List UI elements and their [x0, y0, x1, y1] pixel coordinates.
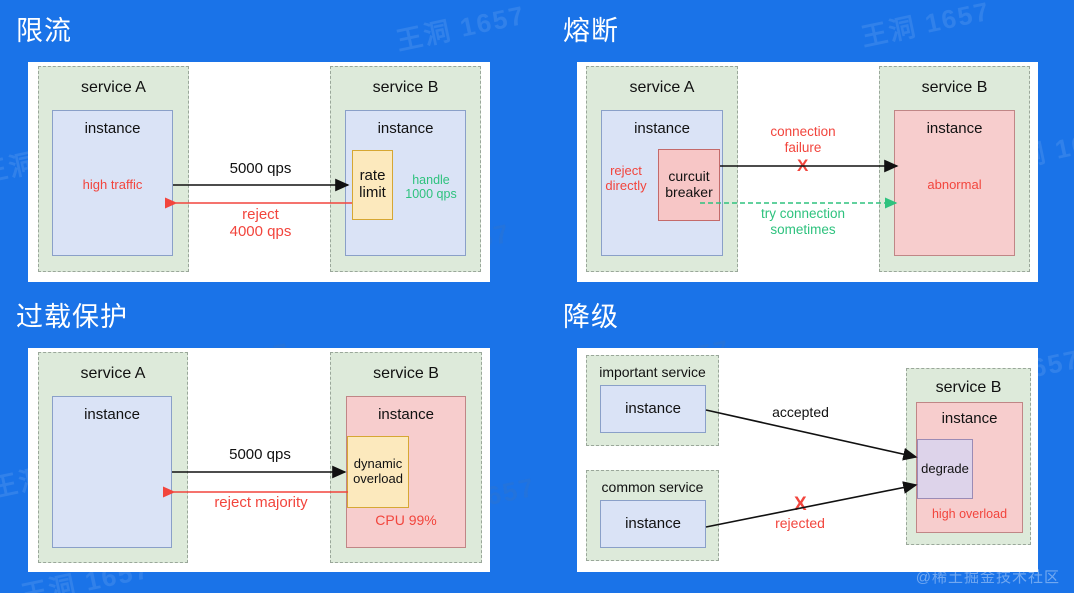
handle-line2: 1000 qps [405, 187, 457, 202]
rate-limit-line1: rate [359, 167, 386, 185]
component-circuit-breaker: curcuit breaker [658, 149, 720, 221]
service-b-label: service B [372, 79, 439, 96]
arrow-label-reject-4000: reject 4000 qps [198, 206, 323, 241]
instance-label: instance [625, 400, 681, 417]
instance-label: instance [378, 406, 434, 423]
arrow-label-5000qps: 5000 qps [229, 160, 292, 177]
watermark-bg-2: 王洞 1657 [858, 0, 994, 53]
overload-line1: dynamic [353, 456, 403, 472]
instance-label: instance [84, 406, 140, 423]
service-b-label: service B [921, 79, 988, 96]
instance-label: instance [926, 120, 983, 137]
note-abnormal: abnormal [927, 177, 982, 192]
panel-title-circuit-breaker: 熔断 [563, 16, 619, 46]
arrow-label-rejected: rejected [775, 515, 825, 531]
service-b-label: service B [373, 365, 439, 382]
arrow-label-connection-failure: connection failure [742, 124, 864, 155]
instance-box-b-circuit: instance [894, 110, 1015, 256]
instance-label: instance [941, 410, 998, 427]
try-line1: try connection [760, 206, 846, 221]
x-mark-icon: X [797, 156, 809, 175]
arrow-label-try-connection: try connection sometimes [742, 206, 864, 237]
common-service-label: common service [601, 479, 704, 495]
service-a-label: service A [629, 79, 695, 96]
arrow-label-5000qps-overload: 5000 qps [229, 446, 291, 463]
service-a-label: service A [81, 79, 146, 96]
important-service-label: important service [599, 364, 706, 380]
rate-limit-line2: limit [359, 184, 386, 201]
failure-line1: connection [770, 124, 836, 139]
status-high-overload: high overload [931, 507, 1008, 521]
note-high-traffic: high traffic [82, 177, 143, 192]
component-rate-limit: rate limit [352, 150, 393, 220]
instance-box-a-rate-limit: instance [52, 110, 173, 256]
panel-title-rate-limit: 限流 [16, 16, 72, 46]
service-a-label: service A [80, 365, 146, 382]
arrow-label-accepted: accepted [772, 404, 829, 420]
breaker-line1: curcuit [668, 168, 710, 185]
arrow-label-reject-majority: reject majority [214, 494, 308, 511]
instance-box-a-overload: instance [52, 396, 172, 548]
status-cpu: CPU 99% [375, 512, 437, 528]
reject-line2: directly [605, 177, 647, 193]
panel-title-overload: 过载保护 [16, 302, 128, 332]
try-line2: sometimes [770, 221, 836, 237]
instance-label: instance [625, 515, 681, 532]
handle-line1: handle [412, 173, 450, 187]
component-dynamic-overload: dynamic overload [347, 436, 409, 508]
x-mark-icon: X [794, 494, 807, 515]
instance-box-important: instance [600, 385, 706, 433]
failure-line2: failure [784, 139, 822, 155]
watermark-bg-1: 王洞 1657 [393, 0, 529, 57]
reject-line1: reject [610, 163, 642, 178]
instance-label: instance [634, 120, 690, 137]
instance-label: instance [84, 120, 141, 137]
panel-title-degradation: 降级 [563, 302, 619, 332]
component-degrade: degrade [917, 439, 973, 499]
brand-watermark: @稀土掘金技术社区 [915, 569, 1060, 586]
breaker-line2: breaker [665, 184, 713, 200]
service-b-label: service B [935, 379, 1002, 396]
instance-label: instance [377, 120, 434, 137]
note-reject-directly: reject directly [602, 163, 650, 194]
reject-line1: reject [242, 206, 279, 223]
reject-line2: 4000 qps [229, 223, 292, 241]
overload-line2: overload [353, 471, 403, 486]
instance-box-common: instance [600, 500, 706, 548]
note-handle-qps: handle 1000 qps [396, 173, 466, 202]
